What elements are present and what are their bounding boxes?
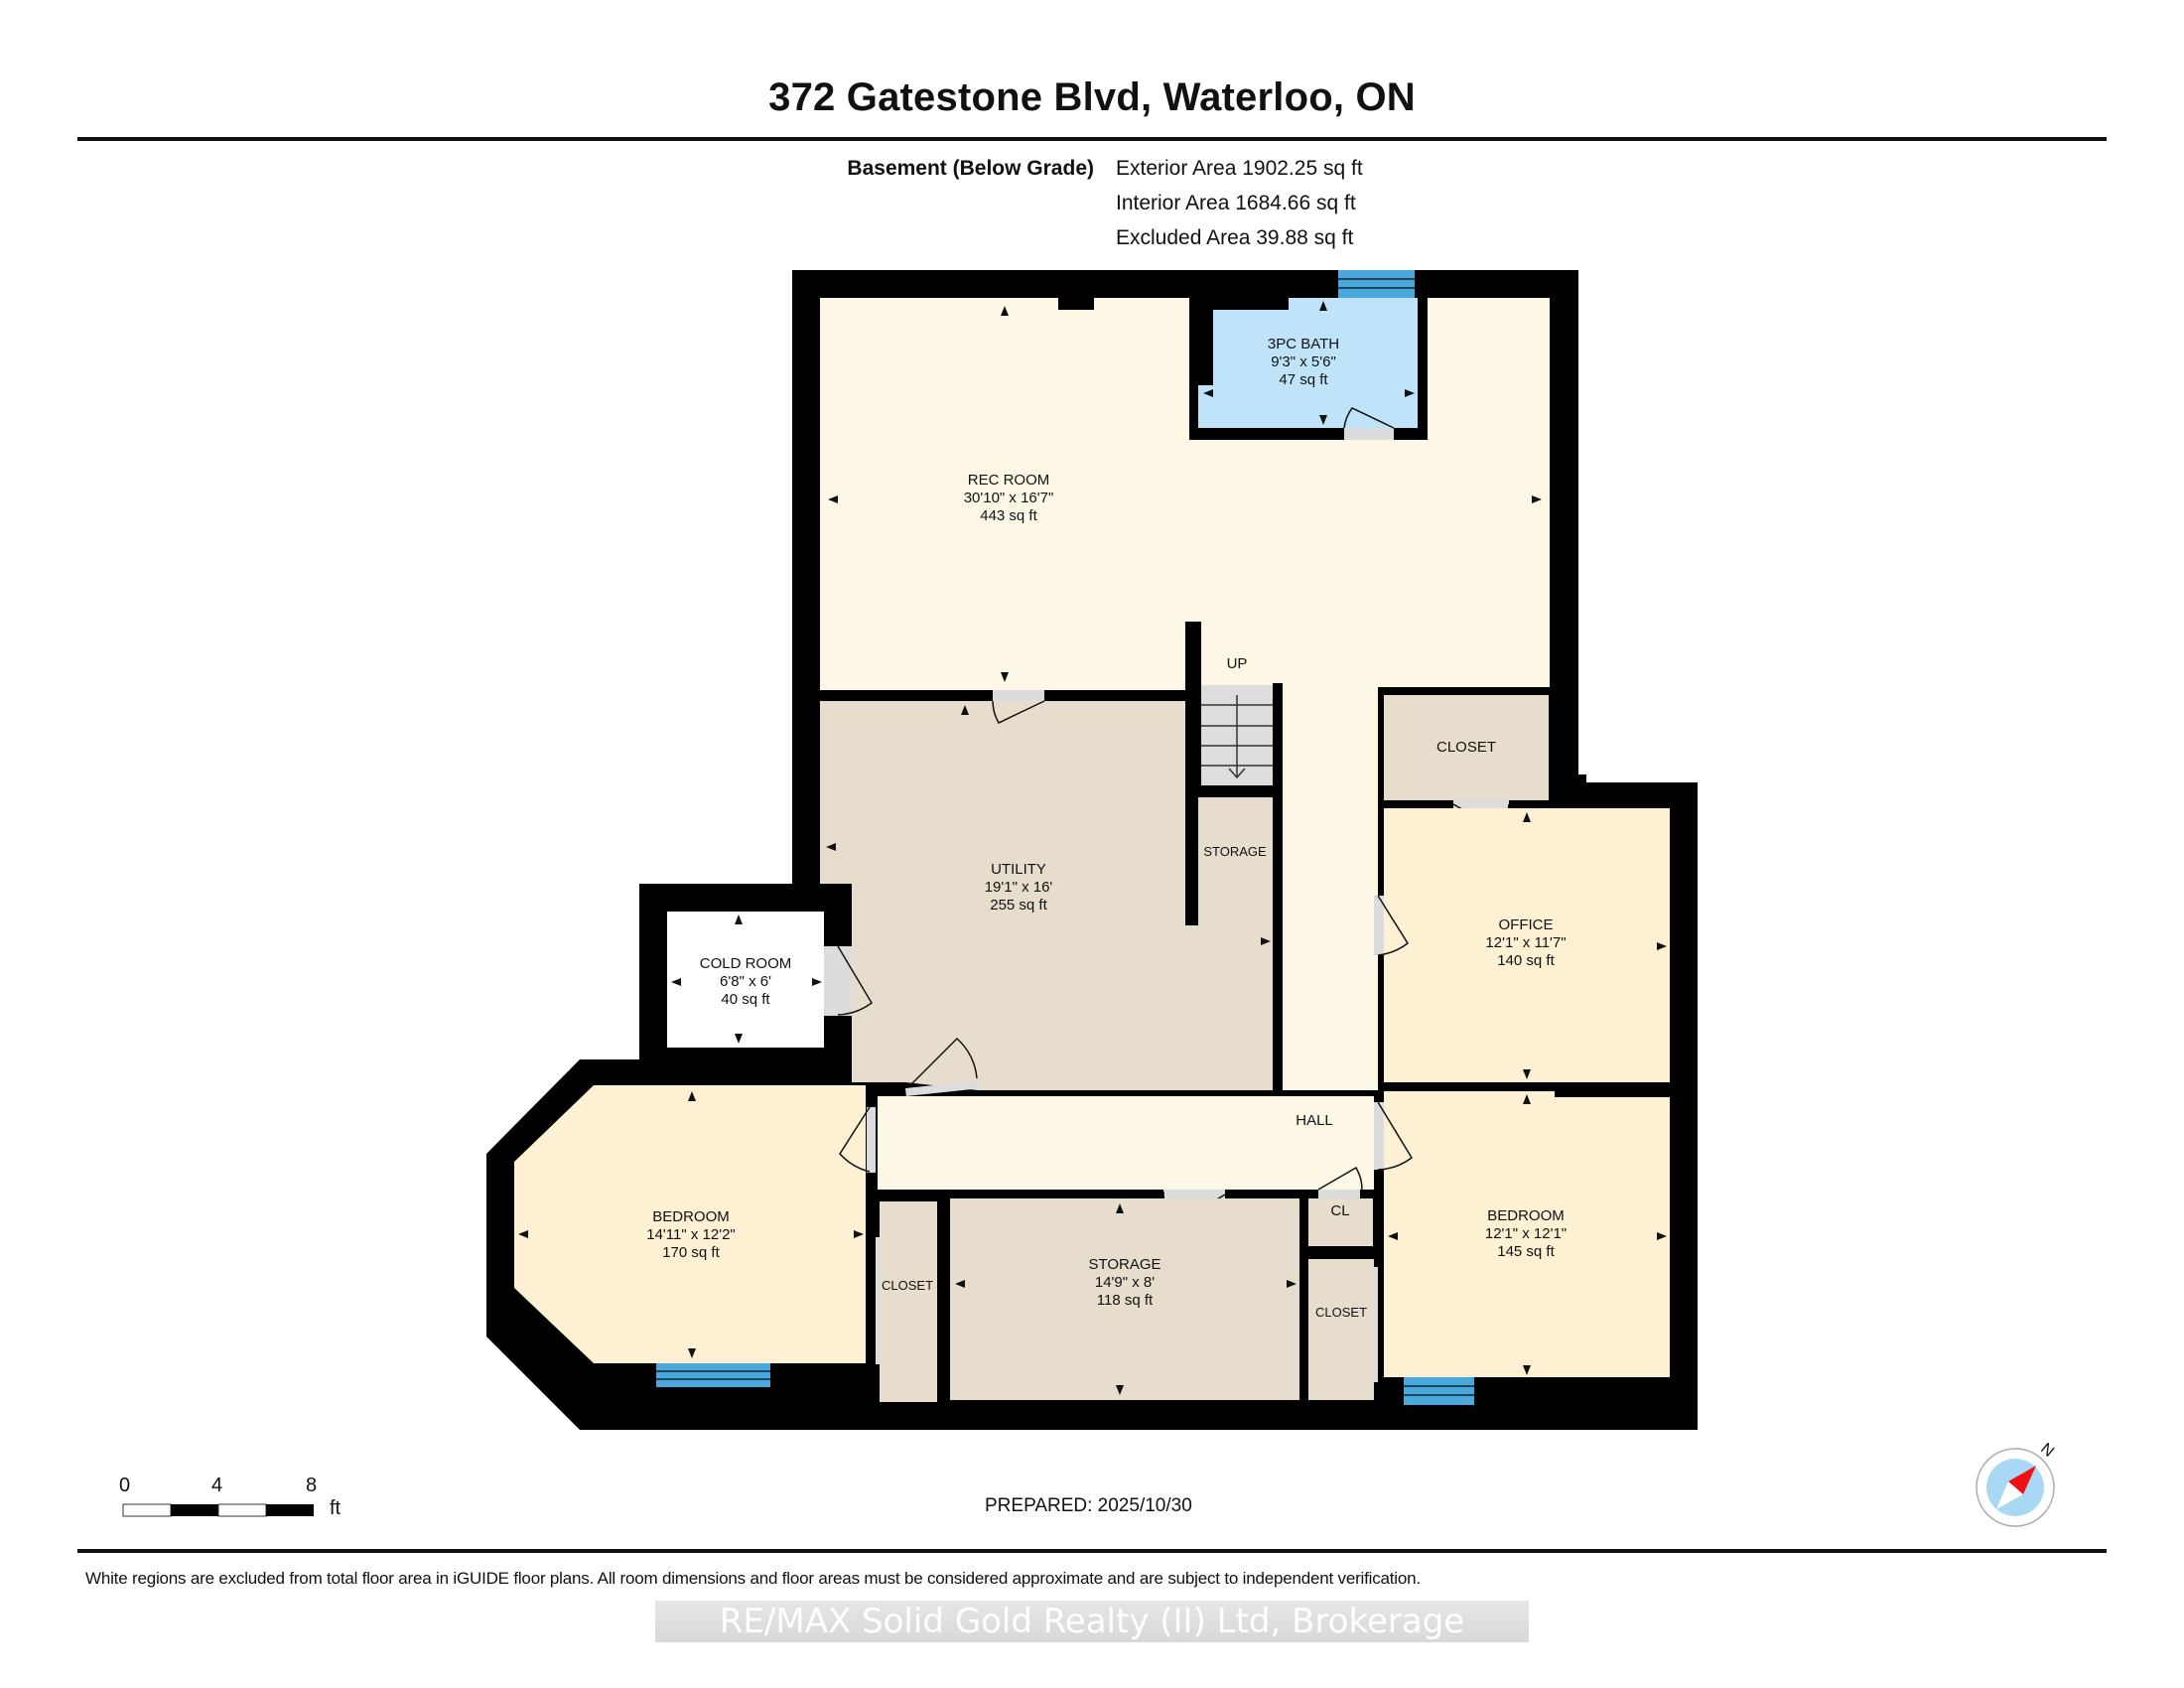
door-closet-north[interactable] xyxy=(1453,800,1509,808)
footer-divider xyxy=(77,1549,2107,1553)
exterior-area: Exterior Area 1902.25 sq ft xyxy=(1116,157,1363,180)
room-area: 47 sq ft xyxy=(1279,371,1328,388)
room-bedroom-west[interactable] xyxy=(514,1085,866,1363)
brokerage-watermark: RE/MAX Solid Gold Realty (II) Ltd, Broke… xyxy=(655,1601,1529,1642)
room-area: 118 sq ft xyxy=(1096,1292,1154,1309)
window-bath xyxy=(1338,270,1415,298)
room-name: BEDROOM xyxy=(652,1208,730,1225)
room-name: UTILITY xyxy=(991,861,1046,878)
label-storage-main: STORAGE 14'9" x 8' 118 sq ft xyxy=(1088,1256,1160,1310)
room-dims: 19'1" x 16' xyxy=(984,879,1053,896)
scale-bar xyxy=(122,1503,314,1517)
room-area: 140 sq ft xyxy=(1497,952,1555,969)
excluded-area: Excluded Area 39.88 sq ft xyxy=(1116,226,1354,249)
scale-unit: ft xyxy=(330,1497,341,1519)
level-label: Basement (Below Grade) xyxy=(847,157,1094,180)
label-bedroom-east: BEDROOM 12'1" x 12'1" 145 sq ft xyxy=(1485,1207,1567,1261)
room-name: BEDROOM xyxy=(1487,1207,1565,1224)
door-utility[interactable] xyxy=(993,690,1044,701)
window-bedroom-west xyxy=(656,1363,770,1387)
label-storage-stair: STORAGE xyxy=(1203,844,1267,859)
room-bath[interactable] xyxy=(1198,298,1418,428)
room-dims: 6'8" x 6' xyxy=(720,973,771,990)
door-bedroom-west[interactable] xyxy=(867,1107,876,1173)
room-name: 3PC BATH xyxy=(1267,336,1340,352)
door-bath[interactable] xyxy=(1344,428,1394,440)
room-name: STORAGE xyxy=(1088,1256,1161,1273)
label-closet-west: CLOSET xyxy=(881,1278,934,1293)
door-cl[interactable] xyxy=(1318,1190,1360,1198)
room-cold-room[interactable] xyxy=(667,912,824,1048)
room-dims: 9'3" x 5'6" xyxy=(1271,353,1336,370)
room-dims: 14'11" x 12'2" xyxy=(646,1226,736,1243)
door-bedroom-east[interactable] xyxy=(1374,1102,1384,1170)
scale-tick-8: 8 xyxy=(306,1475,318,1496)
room-dims: 30'10" x 16'7" xyxy=(963,490,1054,506)
room-hall[interactable] xyxy=(878,1096,1374,1190)
room-dims: 12'1" x 11'7" xyxy=(1485,934,1567,951)
page-title: 372 Gatestone Blvd, Waterloo, ON xyxy=(768,75,1416,119)
room-area: 255 sq ft xyxy=(990,897,1047,914)
scale-tick-4: 4 xyxy=(211,1475,223,1496)
room-name: COLD ROOM xyxy=(699,955,792,972)
door-office[interactable] xyxy=(1374,896,1384,955)
label-closet-north: CLOSET xyxy=(1435,739,1497,756)
disclaimer: White regions are excluded from total fl… xyxy=(85,1569,1421,1588)
scale-tick-0: 0 xyxy=(119,1475,131,1496)
dimension-markers xyxy=(518,301,1667,1395)
room-name: OFFICE xyxy=(1498,916,1554,933)
room-area: 443 sq ft xyxy=(980,507,1037,524)
door-storage[interactable] xyxy=(1163,1190,1225,1198)
label-bedroom-west: BEDROOM 14'11" x 12'2" 170 sq ft xyxy=(646,1208,736,1262)
room-storage-stair[interactable] xyxy=(1198,797,1273,925)
window-bedroom-east xyxy=(1404,1377,1474,1405)
label-office: OFFICE 12'1" x 11'7" 140 sq ft xyxy=(1485,916,1566,970)
stairs[interactable] xyxy=(1201,685,1273,785)
column xyxy=(1058,298,1094,310)
header-divider xyxy=(77,137,2107,141)
room-storage-main[interactable] xyxy=(950,1198,1299,1400)
label-closet-east: CLOSET xyxy=(1314,1305,1368,1320)
room-utility[interactable] xyxy=(820,701,1273,1090)
label-cl: CL xyxy=(1330,1202,1350,1219)
room-bedroom-east[interactable] xyxy=(1384,1091,1670,1377)
label-stairs-up: UP xyxy=(1226,655,1248,672)
room-closet-east[interactable] xyxy=(1308,1259,1374,1400)
room-dims: 14'9" x 8' xyxy=(1094,1274,1156,1291)
interior-area: Interior Area 1684.66 sq ft xyxy=(1116,192,1356,214)
room-office[interactable] xyxy=(1384,808,1670,1082)
label-bath: 3PC BATH 9'3" x 5'6" 47 sq ft xyxy=(1268,336,1339,389)
door-closet-east[interactable] xyxy=(1374,1267,1378,1382)
label-hall: HALL xyxy=(1296,1112,1333,1129)
door-utility-south[interactable] xyxy=(904,1080,980,1096)
label-utility: UTILITY 19'1" x 16' 255 sq ft xyxy=(985,861,1053,914)
door-closet-west[interactable] xyxy=(876,1237,880,1364)
door-cold-room[interactable] xyxy=(824,946,852,1016)
room-closet-west[interactable] xyxy=(880,1201,937,1402)
room-closet-north[interactable] xyxy=(1384,695,1549,800)
room-cl[interactable] xyxy=(1308,1198,1373,1246)
room-rec-room[interactable] xyxy=(820,298,1550,1090)
prepared-date: PREPARED: 2025/10/30 xyxy=(985,1495,1192,1516)
room-area: 145 sq ft xyxy=(1497,1243,1555,1260)
room-area: 170 sq ft xyxy=(662,1244,720,1261)
compass-icon xyxy=(1976,1448,2055,1527)
room-dims: 12'1" x 12'1" xyxy=(1484,1225,1568,1242)
room-name: REC ROOM xyxy=(967,472,1050,489)
label-rec-room: REC ROOM 30'10" x 16'7" 443 sq ft xyxy=(964,472,1054,525)
room-area: 40 sq ft xyxy=(721,991,770,1008)
label-cold-room: COLD ROOM 6'8" x 6' 40 sq ft xyxy=(700,955,792,1009)
